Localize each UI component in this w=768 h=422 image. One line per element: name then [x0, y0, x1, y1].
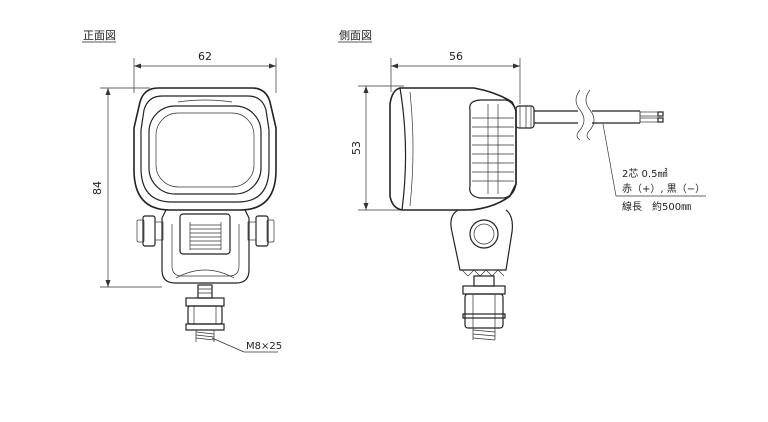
side-depth-dimension: 56 [390, 50, 521, 104]
front-width-value: 62 [198, 50, 212, 63]
cable-note-line2: 赤（+）, 黒（−） [622, 183, 705, 195]
side-bracket [450, 209, 513, 277]
cable-note-line3: 線長 約500㎜ [622, 200, 691, 213]
front-height-value: 84 [91, 181, 104, 195]
side-view-title: 側面図 [339, 29, 372, 42]
front-spring [189, 222, 222, 250]
cable-note: 2芯 0.5㎟ 赤（+）, 黒（−） 線長 約500㎜ [622, 167, 705, 213]
side-cable [534, 89, 664, 141]
front-lamp-housing [133, 87, 277, 211]
cable-note-leader [602, 123, 617, 197]
cable-note-line1: 2芯 0.5㎟ [622, 167, 667, 180]
heat-sink-fins [472, 104, 514, 194]
side-mount-bolt [462, 275, 506, 341]
front-mount-bolt: M8×25 [185, 284, 282, 353]
front-view-title: 正面図 [83, 29, 116, 42]
bolt-label: M8×25 [246, 341, 282, 352]
side-view: 側面図 56 53 [338, 29, 706, 341]
front-bracket [136, 209, 275, 284]
side-height-value: 53 [350, 141, 363, 155]
side-height-dimension: 53 [350, 85, 404, 211]
side-depth-value: 56 [449, 50, 463, 63]
side-lamp-body [389, 87, 535, 211]
front-width-dimension: 62 [133, 50, 277, 93]
front-view: 正面図 62 84 [82, 29, 282, 353]
front-height-dimension: 84 [91, 87, 162, 288]
